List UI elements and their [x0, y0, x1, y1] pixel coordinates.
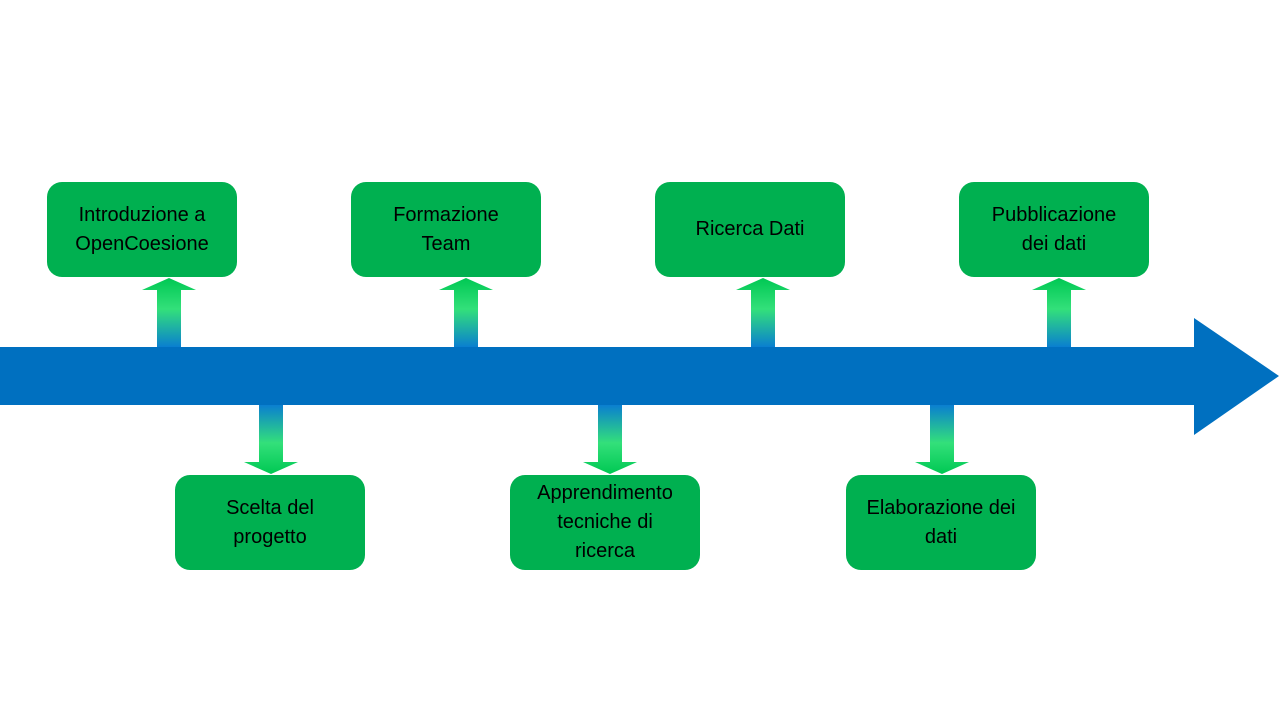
- connector-arrow-up-5: [736, 278, 790, 347]
- step-box-introduzione: Introduzione a OpenCoesione: [47, 182, 237, 277]
- step-label: Formazione Team: [393, 203, 499, 255]
- step-box-scelta-progetto: Scelta del progetto: [175, 475, 365, 570]
- connector-arrow-down-2: [244, 405, 298, 474]
- step-label: Ricerca Dati: [695, 218, 805, 240]
- step-label: Introduzione a OpenCoesione: [75, 203, 209, 255]
- connector-arrow-down-4: [583, 405, 637, 474]
- connector-arrow-up-1: [142, 278, 196, 347]
- connector-arrow-up-7: [1032, 278, 1086, 347]
- step-label: Elaborazione dei dati: [866, 496, 1016, 548]
- step-box-elaborazione: Elaborazione dei dati: [846, 475, 1036, 570]
- step-label: Pubblicazione dei dati: [991, 203, 1117, 255]
- step-box-pubblicazione: Pubblicazione dei dati: [959, 182, 1149, 277]
- step-box-formazione-team: Formazione Team: [351, 182, 541, 277]
- timeline-axis-arrow: [0, 318, 1279, 435]
- connector-arrow-down-6: [915, 405, 969, 474]
- connector-arrow-up-3: [439, 278, 493, 347]
- step-label: Scelta del progetto: [226, 496, 314, 548]
- step-box-ricerca-dati: Ricerca Dati: [655, 182, 845, 277]
- step-box-apprendimento: Apprendimento tecniche di ricerca: [510, 475, 700, 570]
- step-label: Apprendimento tecniche di ricerca: [537, 482, 673, 562]
